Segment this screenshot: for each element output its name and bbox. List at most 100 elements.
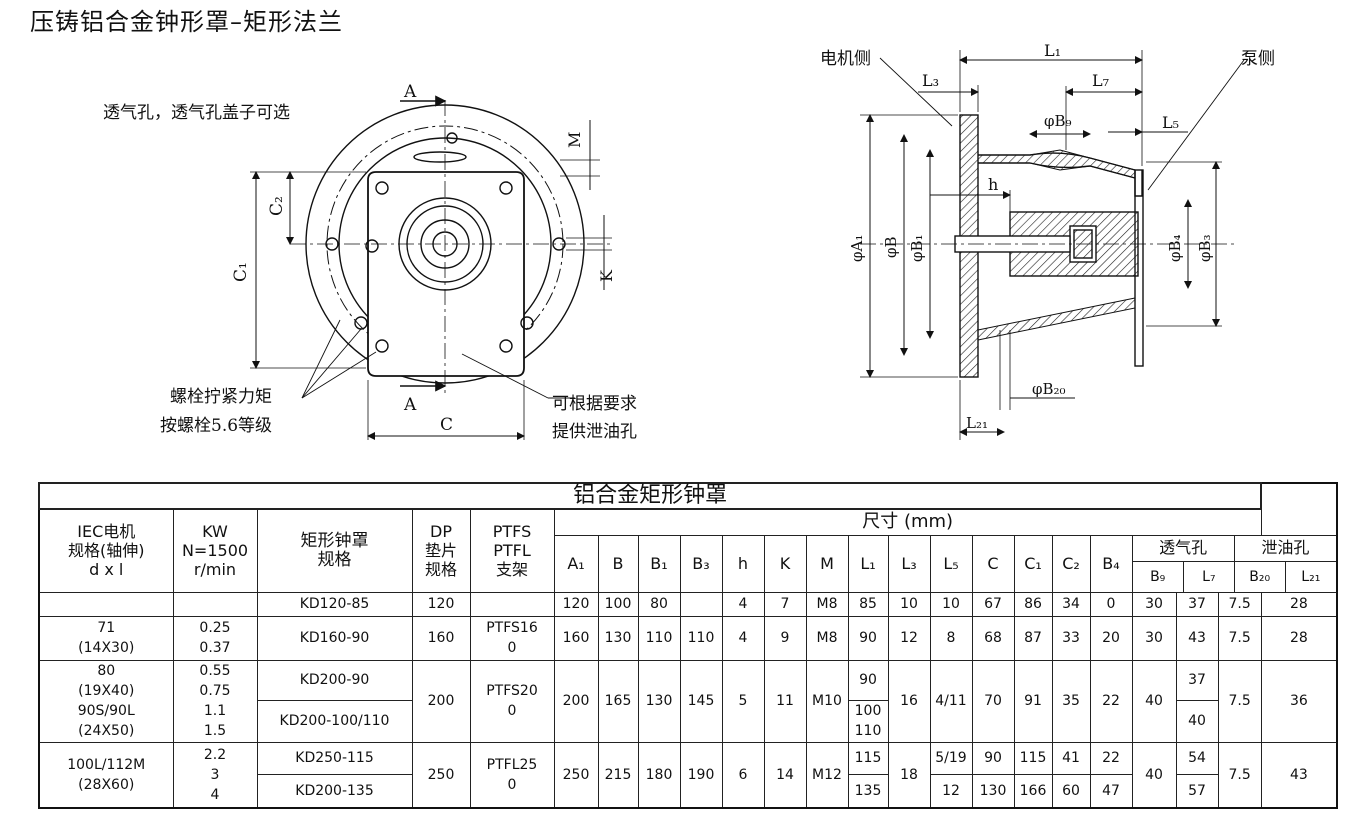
table-cell: 41 [1051,741,1091,775]
table-cell: KD200-100/110 [256,699,413,743]
dim-l3: L₃ [922,71,939,90]
table-cell: 22 [1089,659,1133,743]
dim-k: K [597,269,616,282]
col-b1: B₁ [637,534,681,593]
table-cell: 43 [1260,741,1338,809]
table-cell: 100 [597,591,639,617]
col-h: h [721,534,765,593]
dim-h: h [988,175,998,194]
dim-c1: C₁ [231,262,251,282]
col-b9: B₉ [1132,561,1184,592]
table-cell: 33 [1051,615,1091,661]
dim-b1: φB₁ [908,234,926,262]
table-cell: 10 [929,591,973,617]
table-cell: 40 [1131,741,1177,809]
table-cell: 12 [929,773,973,809]
table-cell: 7.5 [1217,591,1262,617]
table-cell: M8 [805,591,849,617]
table-cell: M10 [805,659,849,743]
table-cell: 6 [721,741,765,809]
table-cell: 16 [887,659,931,743]
col-l7: L₇ [1183,561,1235,592]
table-cell: 47 [1089,773,1133,809]
dim-b3: φB₃ [1196,234,1214,262]
table-cell: 87 [1013,615,1053,661]
table-cell [172,591,258,617]
table-cell: 11 [763,659,807,743]
table-cell: 80 [637,591,681,617]
table-cell: 18 [887,741,931,809]
table-cell: 200 [411,659,471,743]
table-cell: 180 [637,741,681,809]
table-cell: 110 [637,615,681,661]
table-cell: 190 [679,741,723,809]
technical-drawing: 透气孔，透气孔盖子可选 螺栓拧紧力矩 按螺栓5.6等级 可根据要求 提供泄油孔 … [103,41,1275,442]
table-cell: 7.5 [1217,741,1262,809]
dim-b9: φB₉ [1044,112,1072,130]
dim-b20: φB₂₀ [1032,380,1066,398]
col-m: M [805,534,849,593]
col-k: K [763,534,807,593]
note-drain-1: 可根据要求 [552,394,637,414]
page-title: 压铸铝合金钟形罩–矩形法兰 [30,8,343,36]
table-cell: 36 [1260,659,1338,743]
table-cell: 40 [1131,659,1177,743]
table-cell: 145 [679,659,723,743]
col-l1: L₁ [847,534,889,593]
table-cell: 68 [971,615,1015,661]
table-cell: 100L/112M(28X60) [38,741,174,809]
table-cell: KD120-85 [256,591,413,617]
header-vent: 透气孔 [1132,535,1235,562]
table-cell [38,591,174,617]
table-cell: 57 [1175,773,1219,809]
section-view [860,50,1245,440]
table-row: KD120-85 120 120 100 80 4 7 M8 85 10 10 … [38,591,1338,617]
note-vent: 透气孔，透气孔盖子可选 [103,103,290,123]
table-cell: 85 [847,591,889,617]
table-cell: 35 [1051,659,1091,743]
table-cell: KD160-90 [256,615,413,661]
table-cell [469,591,555,617]
table-cell: KD250-115 [256,741,413,775]
table-cell: 7 [763,591,807,617]
dim-m: M [565,132,584,148]
col-c2: C₂ [1051,534,1091,593]
table-cell: 200 [553,659,599,743]
table-cell: 91 [1013,659,1053,743]
table-cell: 5 [721,659,765,743]
table-cell: 250 [553,741,599,809]
header-dims: 尺寸 (mm) [553,508,1262,536]
col-a1: A₁ [553,534,599,593]
table-cell: 250 [411,741,471,809]
table-cell: 215 [597,741,639,809]
dim-l5: L₅ [1162,113,1179,132]
label-motor-side: 电机侧 [820,49,871,69]
table-cell: 9 [763,615,807,661]
label-pump-side: 泵侧 [1241,49,1275,69]
dim-l7: L₇ [1092,71,1109,90]
col-l5: L₅ [929,534,973,593]
table-cell: 120 [553,591,599,617]
header-drain: 泄油孔 [1234,535,1336,562]
dim-l1: L₁ [1044,41,1061,60]
table-cell: M8 [805,615,849,661]
dim-c2: C₂ [267,196,287,216]
table-cell: 160 [553,615,599,661]
table-cell: 8 [929,615,973,661]
table-cell: 70 [971,659,1015,743]
table-cell: 28 [1260,591,1338,617]
col-l21: L₂₁ [1301,568,1321,585]
table-row: KD200-135 135 12 130 166 60 47 57 [39,773,1337,809]
table-cell: 4/11 [929,659,973,743]
